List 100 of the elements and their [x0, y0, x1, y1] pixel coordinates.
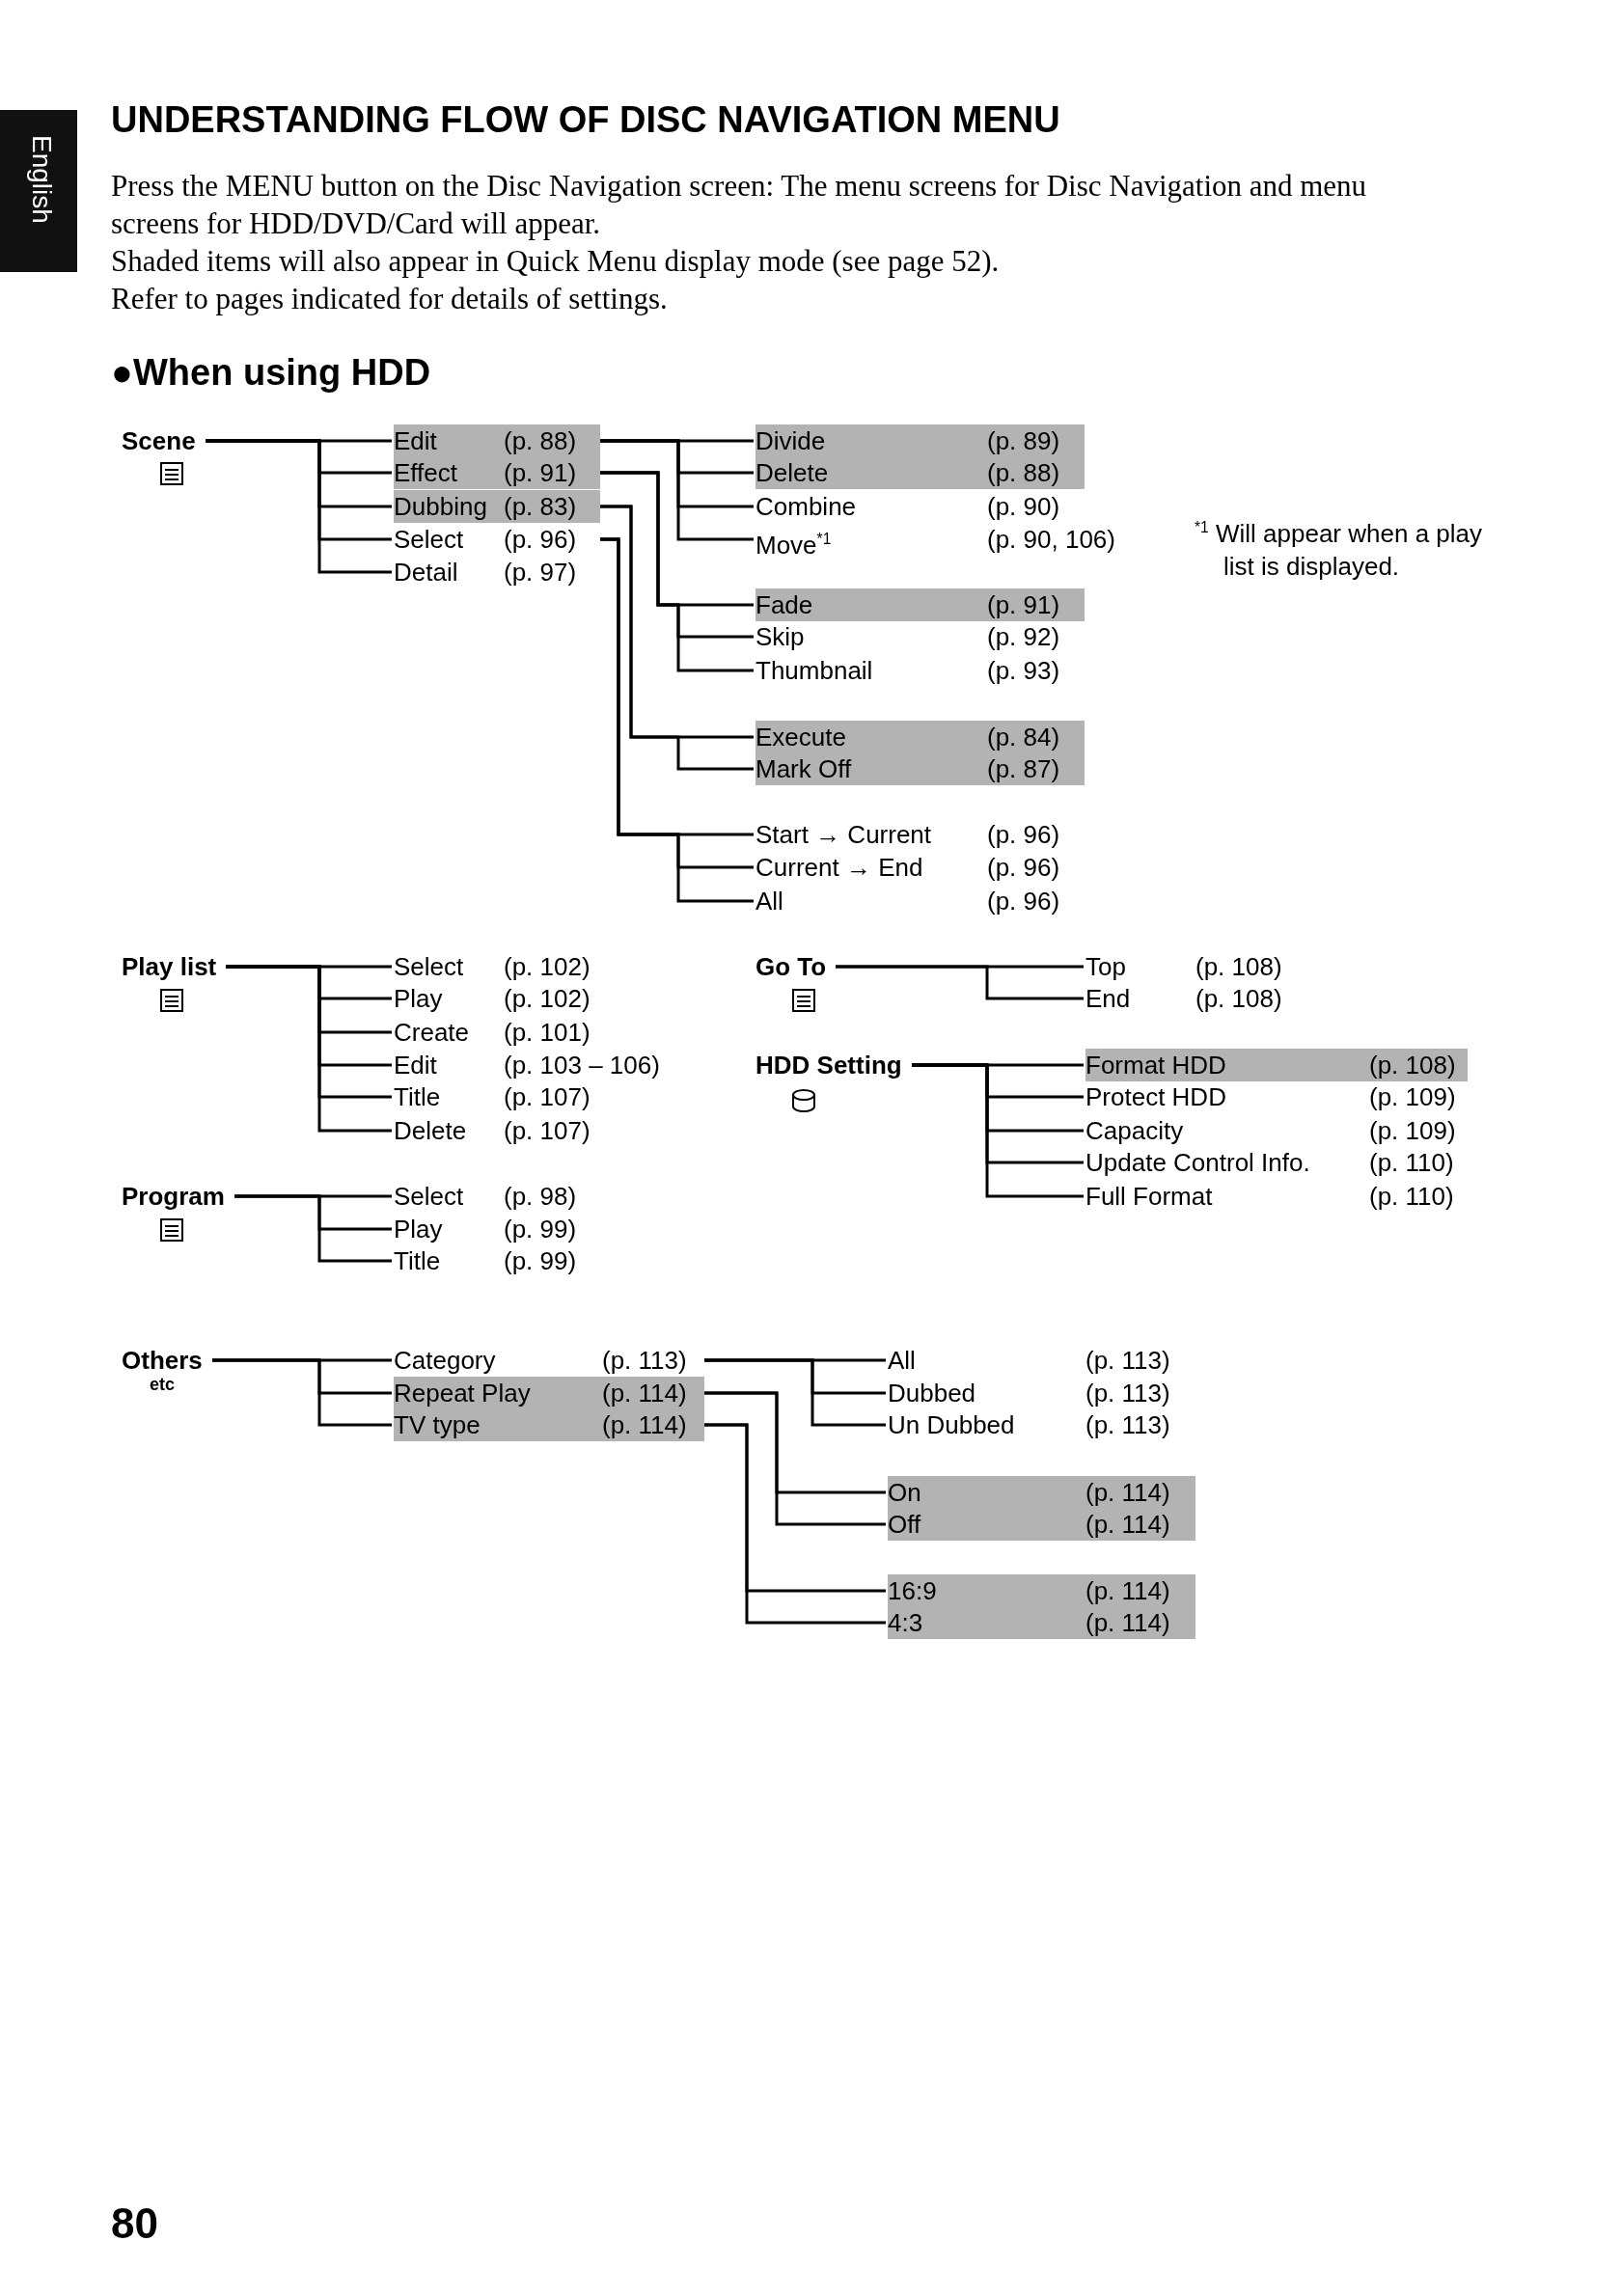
- highlighted-menu-row: [888, 1508, 1195, 1541]
- page-title: UNDERSTANDING FLOW OF DISC NAVIGATION MENU: [111, 99, 1060, 141]
- highlighted-menu-row: [888, 1574, 1195, 1607]
- connector-line: [212, 1358, 392, 1427]
- menu-item: Select: [394, 524, 464, 556]
- menu-item: Delete: [756, 457, 829, 489]
- menu-item: TV type: [394, 1409, 481, 1441]
- menu-item: All: [888, 1345, 916, 1377]
- menu-item: Update Control Info.: [1085, 1147, 1310, 1179]
- page-reference: (p. 93): [987, 655, 1060, 687]
- connector-line: [912, 1063, 1084, 1198]
- menu-item: Thumbnail: [756, 655, 873, 687]
- page-reference: (p. 114): [602, 1378, 687, 1409]
- page-reference: (p. 91): [987, 589, 1060, 621]
- page-reference: (p. 102): [504, 951, 591, 983]
- highlighted-menu-row: [888, 1476, 1195, 1509]
- connector-line: [206, 439, 392, 574]
- page-reference: (p. 88): [987, 457, 1060, 489]
- page-reference: (p. 87): [987, 753, 1060, 785]
- menu-item: Combine: [756, 491, 857, 523]
- page-reference: (p. 103 – 106): [504, 1050, 660, 1081]
- highlighted-menu-row: [1085, 1049, 1468, 1081]
- menu-item: Repeat Play: [394, 1378, 531, 1409]
- menu-heading: HDD Setting: [756, 1050, 902, 1081]
- menu-item: Select: [394, 1181, 464, 1213]
- connector-line: [704, 1423, 886, 1625]
- menu-item: Full Format: [1085, 1181, 1213, 1213]
- page-reference: (p. 84): [987, 722, 1060, 753]
- menu-item: Format HDD: [1085, 1050, 1226, 1081]
- page-reference: (p. 113): [1085, 1345, 1170, 1377]
- connector-line: [226, 965, 392, 1133]
- page-reference: (p. 102): [504, 983, 591, 1015]
- connector-line: [704, 1358, 886, 1427]
- menu-item: Title: [394, 1245, 441, 1277]
- page-reference: (p. 114): [1085, 1509, 1170, 1541]
- page-reference: (p. 114): [1085, 1607, 1170, 1639]
- menu-item: Fade: [756, 589, 813, 621]
- menu-item: Detail: [394, 557, 458, 588]
- menu-item: On: [888, 1477, 921, 1509]
- menu-item: Capacity: [1085, 1115, 1184, 1147]
- page-reference: (p. 89): [987, 425, 1060, 457]
- highlighted-menu-row: [394, 1408, 704, 1441]
- footnote: $^{*1}$ Will appear when a play list is displayed.: [1195, 517, 1483, 583]
- menu-item: Current → End: [756, 852, 923, 884]
- page-reference: (p. 101): [504, 1017, 591, 1049]
- highlighted-menu-row: [888, 1606, 1195, 1639]
- menu-item: Un Dubbed: [888, 1409, 1015, 1441]
- page-reference: (p. 113): [602, 1345, 687, 1377]
- page-reference: (p. 98): [504, 1181, 577, 1213]
- menu-item: 16:9: [888, 1575, 937, 1607]
- menu-item: Top: [1085, 951, 1126, 983]
- page-reference: (p. 96): [987, 819, 1060, 851]
- highlighted-menu-row: [756, 424, 1085, 457]
- page-reference: (p. 96): [987, 886, 1060, 917]
- page-reference: (p. 113): [1085, 1378, 1170, 1409]
- page-reference: (p. 96): [987, 852, 1060, 884]
- page-reference: (p. 114): [1085, 1477, 1170, 1509]
- heading-note: etc: [148, 1377, 176, 1392]
- page-reference: (p. 99): [504, 1214, 577, 1245]
- page-reference: (p. 96): [504, 524, 577, 556]
- page-reference: (p. 91): [504, 457, 577, 489]
- page-reference: (p. 108): [1369, 1050, 1456, 1081]
- intro-text: Shaded items will also appear in Quick Menu display mode (see page 52).: [111, 243, 1001, 280]
- highlighted-menu-row: [756, 721, 1085, 753]
- menu-item: Create: [394, 1017, 470, 1049]
- menu-heading: Play list: [122, 951, 217, 983]
- page-reference: (p. 107): [504, 1115, 591, 1147]
- section-heading: ●When using HDD: [111, 352, 431, 394]
- menu-item: Mark Off: [756, 753, 852, 785]
- connector-line: [704, 1391, 886, 1526]
- menu-item: Edit: [394, 1050, 437, 1081]
- page-reference: (p. 108): [1195, 951, 1282, 983]
- highlighted-menu-row: [394, 1377, 704, 1409]
- page-reference: (p. 114): [1085, 1575, 1170, 1607]
- menu-heading: Program: [122, 1181, 225, 1213]
- intro-text: Refer to pages indicated for details of settings.: [111, 281, 669, 317]
- menu-item: Start → Current: [756, 819, 932, 851]
- menu-item: Play: [394, 983, 443, 1015]
- highlighted-menu-row: [394, 456, 600, 489]
- page-reference: (p. 109): [1369, 1115, 1456, 1147]
- page-reference: (p. 97): [504, 557, 577, 588]
- intro-text: Press the MENU button on the Disc Navigation screen: The menu screens for Disc Navigation and menu screens for HDD/DVD/Card will appear.: [111, 168, 1368, 242]
- connector-line: [234, 1194, 392, 1263]
- page-reference: (p. 88): [504, 425, 577, 457]
- highlighted-menu-row: [756, 588, 1085, 621]
- menu-item: All: [756, 886, 783, 917]
- page-reference: (p. 90, 106): [987, 524, 1115, 556]
- menu-item: Category: [394, 1345, 496, 1377]
- page-reference: (p. 110): [1369, 1147, 1454, 1179]
- page-reference: (p. 92): [987, 621, 1060, 653]
- menu-item: Move$^{*1}$: [756, 529, 832, 561]
- connector-line: [600, 439, 754, 541]
- page-reference: (p. 108): [1195, 983, 1282, 1015]
- menu-item: Title: [394, 1081, 441, 1113]
- connector-line: [836, 965, 1084, 1000]
- menu-item: Protect HDD: [1085, 1081, 1226, 1113]
- menu-item: 4:3: [888, 1607, 923, 1639]
- menu-heading: Go To: [756, 951, 827, 983]
- page-reference: (p. 90): [987, 491, 1060, 523]
- menu-item: Skip: [756, 621, 805, 653]
